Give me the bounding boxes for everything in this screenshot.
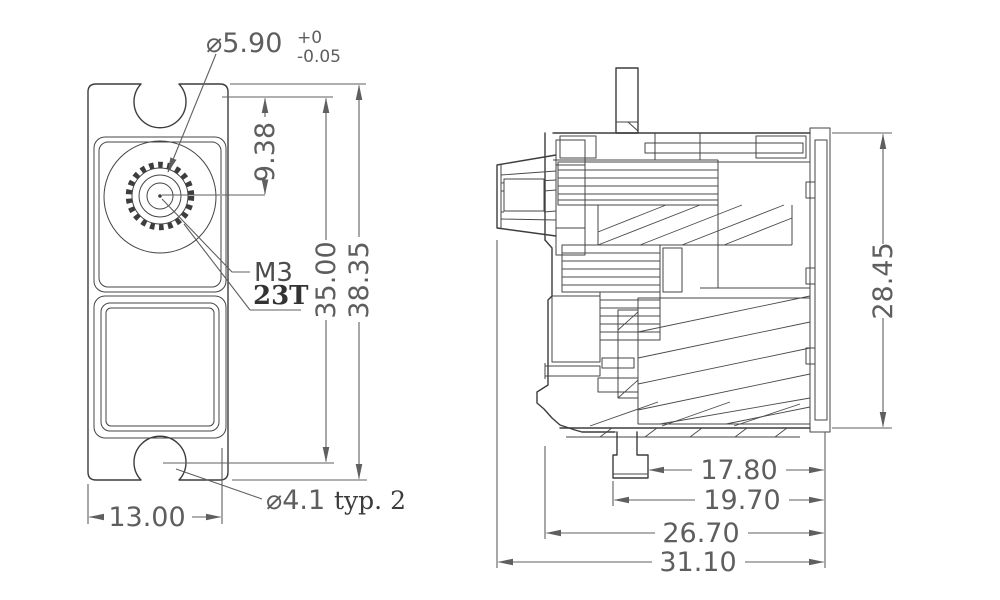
dim-hole-spacing: 35.00 <box>163 97 342 464</box>
mount-hole-value: ⌀4.1 <box>266 485 325 516</box>
spline-gear <box>125 161 195 231</box>
spline-tol-minus: -0.05 <box>297 47 341 67</box>
section-view: 28.45 17.80 19.70 26.70 <box>496 67 899 578</box>
spline-screw-hole <box>503 178 545 212</box>
bearing-top <box>555 139 586 166</box>
hole-spacing-value: 35.00 <box>311 241 342 318</box>
dim-body-width: 13.00 <box>87 448 223 533</box>
case-depth-3-value: 26.70 <box>662 518 739 549</box>
end-cap <box>805 127 831 433</box>
overall-depth-value: 31.10 <box>659 547 736 578</box>
mount-hole-note: typ. 2 <box>334 486 406 515</box>
dim-case-depth-2: 19.70 <box>612 481 825 516</box>
dim-body-height: 38.35 <box>232 84 375 481</box>
case-depth-1-value: 17.80 <box>700 455 777 486</box>
dim-case-depth-3: 26.70 <box>544 446 825 549</box>
case-screw <box>544 363 601 379</box>
motor-front-boss <box>617 309 639 399</box>
label-panel <box>93 295 227 439</box>
dim-center-offset: 9.38 <box>162 97 281 196</box>
gear-panel <box>93 136 227 293</box>
shaft-center <box>158 194 162 198</box>
front-view: ⌀5.90 +0 -0.05 9.38 35.00 38.35 <box>87 28 406 533</box>
bearing-bottom <box>555 227 586 256</box>
dim-case-height: 28.45 <box>832 132 899 429</box>
servo-body-outline <box>87 83 229 481</box>
dim-case-depth-1: 17.80 <box>648 455 825 486</box>
body-width-value: 13.00 <box>108 502 185 533</box>
dim-mount-hole: ⌀4.1 typ. 2 <box>175 468 406 516</box>
label-thread: M3 <box>161 198 293 288</box>
spline-diameter-value: ⌀5.90 <box>206 28 282 59</box>
spline-tol-plus: +0 <box>297 28 322 48</box>
body-height-value: 38.35 <box>344 241 375 318</box>
housing <box>536 132 811 438</box>
thread-value: M3 <box>254 258 293 288</box>
output-shaft <box>496 139 586 256</box>
spline-teeth-value: 23T <box>253 281 309 311</box>
case-depth-2-value: 19.70 <box>703 485 780 516</box>
dim-overall-depth: 31.10 <box>496 240 825 578</box>
gear-train <box>551 161 793 393</box>
dim-spline-diameter: ⌀5.90 +0 -0.05 <box>167 28 341 173</box>
top-pin <box>615 67 639 134</box>
center-offset-value: 9.38 <box>250 122 281 182</box>
output-drum <box>103 140 217 254</box>
mounting-foot <box>612 431 649 479</box>
label-spline-teeth: 23T <box>183 223 309 311</box>
motor <box>589 295 811 427</box>
case-height-value: 28.45 <box>868 242 899 319</box>
